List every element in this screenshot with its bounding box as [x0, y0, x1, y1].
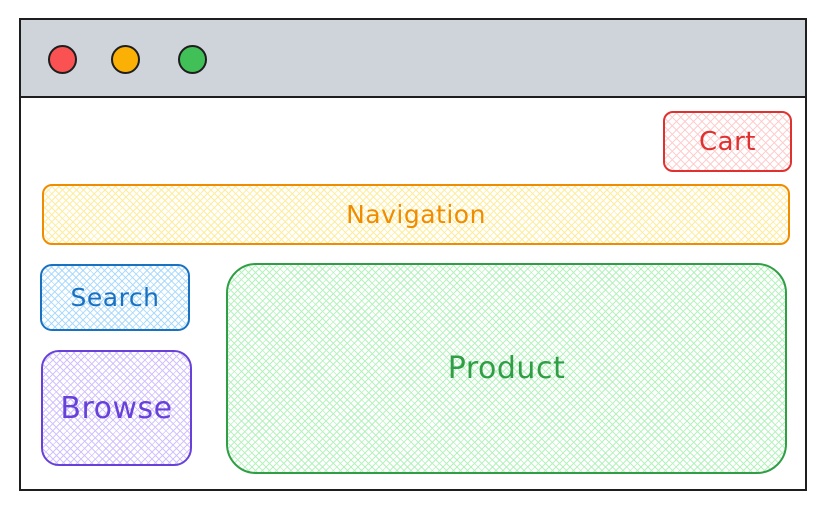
navigation-bar[interactable]: Navigation — [42, 184, 790, 245]
browse-button[interactable]: Browse — [41, 350, 192, 466]
cart-label: Cart — [699, 126, 756, 157]
close-window-icon[interactable] — [48, 45, 77, 74]
product-panel[interactable]: Product — [226, 263, 787, 474]
minimize-window-icon[interactable] — [111, 45, 140, 74]
cart-button[interactable]: Cart — [663, 111, 792, 172]
maximize-window-icon[interactable] — [178, 45, 207, 74]
browse-label: Browse — [60, 390, 173, 426]
window-titlebar — [21, 20, 805, 98]
navigation-label: Navigation — [346, 200, 486, 229]
search-button[interactable]: Search — [40, 264, 190, 331]
search-label: Search — [70, 283, 160, 312]
product-label: Product — [447, 351, 566, 386]
